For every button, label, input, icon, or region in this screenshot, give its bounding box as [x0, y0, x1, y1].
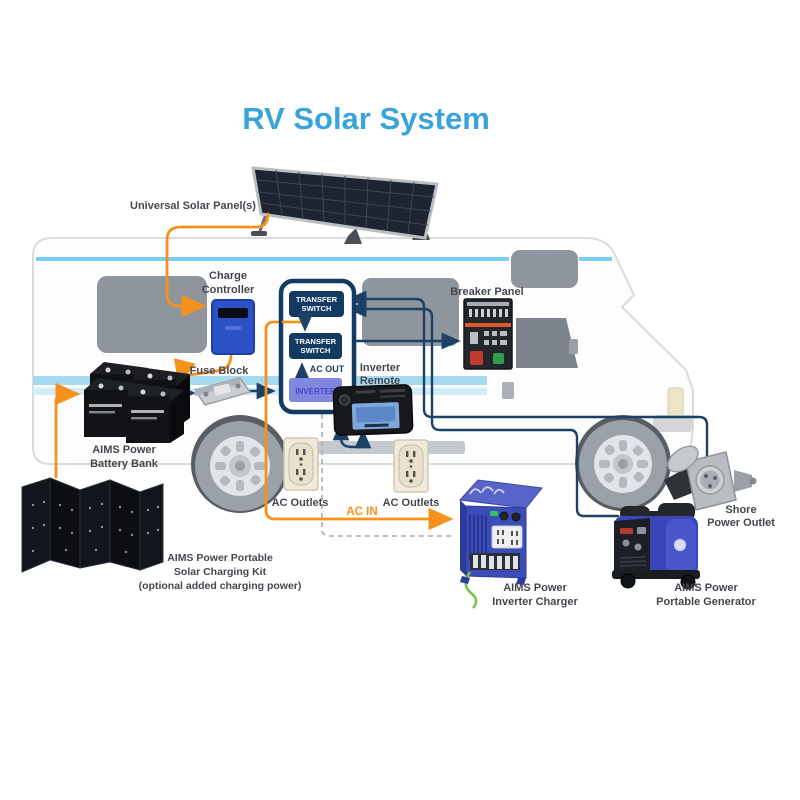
- wire-ac-in: [264, 320, 454, 531]
- breaker-red-switch: [470, 351, 483, 365]
- portable-solar-kit: [21, 477, 164, 573]
- ac-outlets-right-label: AC Outlets: [383, 497, 440, 509]
- wire-dashed-inverter-charger: [321, 414, 452, 537]
- rv-window-rear: [97, 276, 207, 353]
- shore-power-label-1: Shore: [725, 504, 756, 516]
- portable-generator: [612, 503, 700, 590]
- rv-window-cabover: [511, 250, 578, 288]
- universal-solar-panel-label: Universal Solar Panel(s): [130, 200, 256, 212]
- inverter-box: [289, 378, 342, 402]
- roof-solar-panel: [251, 166, 439, 244]
- charge-controller-label-1: Charge: [209, 270, 247, 282]
- ac-outlet-right: [393, 439, 429, 493]
- solar-kit-label-1: AIMS Power Portable: [167, 552, 273, 564]
- ac-out-label: AC OUT: [310, 364, 345, 374]
- rv-step-bar: [315, 441, 465, 454]
- wire-generator-to-transfer-switch: [347, 300, 620, 518]
- ac-outlet-left: [283, 437, 319, 491]
- transfer-switch-container: TRANSFER SWITCH TRANSFER SWITCH AC OUT I…: [278, 278, 357, 415]
- front-wheel: [579, 420, 667, 508]
- battery-bank-label-2: Battery Bank: [90, 458, 159, 470]
- inverter-charger-label-2: Inverter Charger: [492, 596, 578, 608]
- van-bumper: [653, 415, 693, 432]
- transfer-switch-2: [289, 333, 342, 359]
- breaker-panel-label: Breaker Panel: [450, 286, 523, 298]
- rv-top-stripe: [36, 257, 509, 261]
- transfer-switch-1-label-2: SWITCH: [302, 304, 332, 313]
- inverter-remote-label-2: Remote: [360, 375, 400, 387]
- rv-window-mid: [362, 278, 459, 346]
- charge-controller-label-2: Controller: [202, 284, 255, 296]
- ac-outlets-left-label: AC Outlets: [272, 497, 329, 509]
- wiring-orange: [54, 212, 454, 537]
- diagram-labels: RV Solar System Universal Solar Panel(s)…: [90, 101, 775, 608]
- inverter-charger-outlet-panel: [491, 525, 523, 549]
- wiring-navy: [166, 290, 709, 518]
- inverter-label: INVERTER: [295, 387, 336, 396]
- page-title: RV Solar System: [242, 101, 490, 136]
- charge-controller-display: [218, 308, 248, 318]
- transfer-switch-2-label-1: TRANSFER: [295, 337, 337, 346]
- transfer-switch-2-label-2: SWITCH: [301, 346, 331, 355]
- transfer-switch-1-label-1: TRANSFER: [296, 295, 338, 304]
- battery-unit: [126, 384, 184, 443]
- wire-inverter-to-remote-b: [350, 429, 372, 449]
- van-door-window: [516, 318, 578, 368]
- battery-bank: [84, 362, 190, 443]
- wire-shore-to-transfer-switch: [347, 290, 709, 470]
- rv-lower-stripe-1: [33, 376, 487, 385]
- inverter-charger: [458, 479, 543, 609]
- fuse-block: [193, 377, 252, 406]
- ac-in-label: AC IN: [346, 506, 377, 518]
- rv-top-stripe-right: [579, 257, 612, 261]
- rv-vehicle: [32, 237, 694, 513]
- solar-kit-label-2: Solar Charging Kit: [174, 566, 267, 578]
- remote-knob: [338, 394, 351, 406]
- wire-inverter-to-remote-a: [332, 421, 354, 449]
- van-mirror: [569, 339, 578, 354]
- shore-power-outlet: [664, 445, 757, 511]
- inverter-remote-label-1: Inverter: [360, 362, 401, 374]
- breaker-panel: [463, 298, 513, 370]
- breaker-green-switch: [493, 353, 504, 364]
- wire-panel-to-controller: [165, 212, 270, 318]
- generator-label-1: AIMS Power: [674, 582, 738, 594]
- solar-kit-label-3: (optional added charging power): [139, 580, 302, 592]
- generator-label-2: Portable Generator: [656, 596, 756, 608]
- van-door-handle: [502, 382, 514, 399]
- inverter-charger-label-1: AIMS Power: [503, 582, 567, 594]
- rear-wheel: [195, 421, 285, 511]
- transfer-switch-1: [289, 291, 344, 317]
- breaker-panel-stripe: [465, 323, 511, 327]
- shore-power-label-2: Power Outlet: [707, 517, 775, 529]
- charge-controller: [211, 299, 255, 355]
- wire-solarkit-to-battery: [54, 382, 81, 479]
- battery-bank-label-1: AIMS Power: [92, 444, 156, 456]
- fuse-block-label: Fuse Block: [190, 365, 250, 377]
- inverter-remote: [332, 384, 414, 436]
